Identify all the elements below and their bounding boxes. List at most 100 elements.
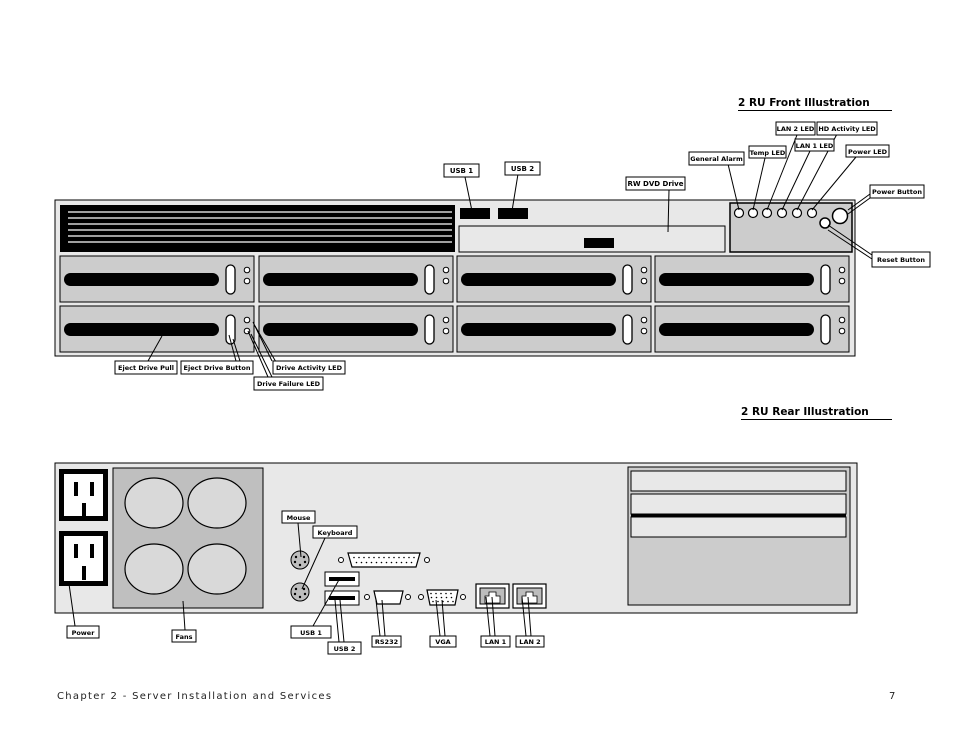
eject-drive-pull[interactable] [263, 323, 418, 336]
status-leds [733, 207, 818, 219]
rear-illustration-heading: 2 RU Rear Illustration [741, 406, 892, 420]
eject-drive-button[interactable] [820, 264, 831, 295]
drive-bay[interactable] [654, 305, 850, 353]
eject-drive-pull[interactable] [64, 323, 219, 336]
drive-bay[interactable] [59, 255, 255, 303]
fan-2 [187, 477, 247, 529]
eject-drive-button[interactable] [622, 264, 633, 295]
callout-front-usb1: USB 1 [443, 163, 480, 178]
callout-drive-activity-led: Drive Activity LED [272, 360, 346, 375]
drive-activity-led [838, 316, 846, 324]
front-panel [54, 199, 856, 357]
eject-drive-pull[interactable] [659, 273, 814, 286]
callout-temp-led: Temp LED [748, 145, 787, 159]
rear-usb-ports[interactable] [324, 571, 360, 606]
svg-text:USB 2: USB 2 [511, 165, 534, 173]
power-inlet-bottom [59, 531, 108, 586]
svg-text:Drive Failure LED: Drive Failure LED [257, 380, 321, 388]
svg-text:LAN 2: LAN 2 [519, 638, 540, 646]
callout-rear-lan1: LAN 1 [480, 635, 511, 648]
fan-4 [187, 543, 247, 595]
rs232-port[interactable] [364, 590, 411, 605]
callout-lan2-led: LAN 2 LED [775, 121, 816, 136]
expansion-slots [627, 466, 851, 606]
eject-drive-pull[interactable] [263, 273, 418, 286]
svg-text:Power Button: Power Button [872, 188, 922, 196]
power-inlet-top [59, 469, 108, 521]
mouse-port[interactable] [290, 550, 310, 570]
svg-text:Temp LED: Temp LED [750, 149, 786, 157]
callout-rear-lan2: LAN 2 [515, 635, 545, 648]
eject-drive-pull[interactable] [659, 323, 814, 336]
callout-rear-fans: Fans [171, 629, 197, 643]
svg-text:RW DVD Drive: RW DVD Drive [628, 180, 684, 188]
rear-panel [54, 462, 858, 614]
callout-rear-usb1: USB 1 [290, 625, 332, 639]
fans [124, 477, 247, 595]
svg-text:LAN 1: LAN 1 [485, 638, 507, 646]
svg-text:Power LED: Power LED [848, 148, 888, 156]
drive-bay[interactable] [456, 305, 652, 353]
callout-eject-drive-button: Eject Drive Button [180, 360, 254, 375]
callout-eject-drive-pull: Eject Drive Pull [114, 360, 178, 375]
eject-drive-pull[interactable] [461, 273, 616, 286]
drive-failure-led [838, 327, 846, 335]
footer-page-number: 7 [889, 691, 897, 702]
power-led [806, 207, 818, 219]
svg-text:Power: Power [72, 629, 96, 637]
svg-text:Eject Drive Pull: Eject Drive Pull [118, 364, 174, 372]
drive-activity-led [442, 266, 450, 274]
front-usb2-port[interactable] [498, 208, 528, 219]
eject-drive-button[interactable] [225, 314, 236, 345]
eject-drive-button[interactable] [225, 264, 236, 295]
drive-activity-led [640, 316, 648, 324]
callout-rear-rs232: RS232 [371, 635, 402, 648]
eject-drive-button[interactable] [424, 314, 435, 345]
drive-bay[interactable] [654, 255, 850, 303]
fan-1 [124, 477, 184, 529]
drive-activity-led [243, 316, 251, 324]
front-vent [60, 205, 455, 252]
drive-bay[interactable] [258, 305, 454, 353]
eject-drive-button[interactable] [622, 314, 633, 345]
svg-text:LAN 2 LED: LAN 2 LED [777, 125, 815, 133]
callout-rear-vga: VGA [429, 635, 457, 648]
vga-port[interactable] [418, 589, 466, 606]
callout-lan1-led: LAN 1 LED [794, 138, 835, 152]
drive-failure-led [640, 277, 648, 285]
reset-button[interactable] [819, 217, 831, 229]
svg-text:USB 2: USB 2 [334, 645, 356, 653]
drive-failure-led [442, 277, 450, 285]
svg-text:General Alarm: General Alarm [690, 155, 743, 163]
eject-drive-pull[interactable] [461, 323, 616, 336]
callout-rear-usb2: USB 2 [327, 641, 362, 655]
hd-activity-led [791, 207, 803, 219]
callout-general-alarm: General Alarm [688, 151, 745, 166]
drive-failure-led [838, 277, 846, 285]
front-usb1-port[interactable] [460, 208, 490, 219]
drive-failure-led [442, 327, 450, 335]
parallel-port[interactable] [338, 552, 430, 568]
drive-bay[interactable] [258, 255, 454, 303]
svg-text:Drive Activity LED: Drive Activity LED [276, 364, 343, 372]
lan2-port[interactable] [512, 583, 547, 609]
front-illustration-heading: 2 RU Front Illustration [738, 97, 892, 111]
drive-failure-led [243, 277, 251, 285]
vent-slots [68, 211, 452, 243]
svg-text:USB 1: USB 1 [450, 167, 473, 175]
footer-chapter: Chapter 2 - Server Installation and Serv… [57, 691, 333, 702]
control-panel [729, 202, 853, 253]
svg-text:VGA: VGA [435, 638, 450, 646]
keyboard-port[interactable] [290, 582, 310, 602]
callout-rw-dvd: RW DVD Drive [625, 176, 686, 191]
eject-drive-button[interactable] [424, 264, 435, 295]
power-button[interactable] [831, 207, 849, 225]
svg-text:RS232: RS232 [375, 638, 398, 646]
callout-reset-button: Reset Button [871, 251, 931, 268]
eject-drive-pull[interactable] [64, 273, 219, 286]
callouts: USB 1 USB 2 RW DVD Drive General Alarm T… [66, 121, 931, 655]
svg-text:Reset Button: Reset Button [877, 256, 925, 264]
drive-bay[interactable] [456, 255, 652, 303]
eject-drive-button[interactable] [820, 314, 831, 345]
